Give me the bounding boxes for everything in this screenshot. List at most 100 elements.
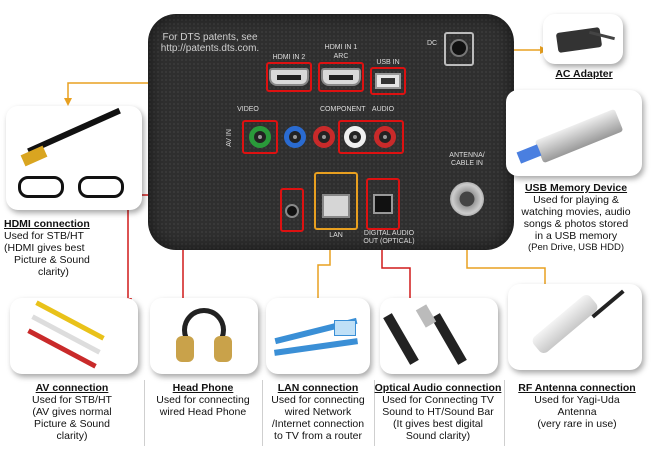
rf-desc-line-3: (very rare in use)	[537, 418, 617, 430]
av-caption: AV connection Used for STB/HT (AV gives …	[2, 382, 142, 442]
headphone-highlight	[280, 188, 304, 232]
usb-plug-icon	[516, 144, 542, 164]
usb-stick-icon	[534, 108, 624, 164]
hdmi-desc-line-2: (HDMI gives best	[4, 242, 85, 254]
component-label: COMPONENT	[320, 106, 366, 113]
usb-highlight	[370, 67, 406, 95]
rca-blue	[284, 126, 306, 148]
ac-adapter-photo	[543, 14, 623, 64]
headphone-jack	[285, 204, 299, 218]
usb-photo	[506, 90, 642, 176]
antenna-port	[450, 182, 484, 216]
optical-desc-line-3: (It gives best digital	[393, 418, 483, 430]
av-in-label: AV IN	[226, 129, 233, 147]
optical-photo	[380, 298, 498, 374]
headphone-photo	[150, 298, 258, 374]
hdmi1-highlight	[318, 62, 364, 92]
optical-title: Optical Audio connection	[374, 382, 502, 394]
hdmi2-highlight	[266, 62, 312, 92]
optical-label: DIGITAL AUDIO OUT (OPTICAL)	[363, 230, 415, 245]
rf-plug-icon	[530, 292, 600, 356]
usb-desc-line-1: Used for playing &	[533, 194, 619, 206]
optical-cable-icon-1	[383, 313, 419, 365]
optical-cable-icon-2	[431, 313, 467, 365]
tv-back-panel: For DTS patents, see http://patents.dts.…	[148, 14, 514, 250]
ac-adapter-caption: AC Adapter	[540, 68, 628, 80]
optical-line	[381, 236, 411, 298]
ac-adapter-title: AC Adapter	[555, 68, 613, 80]
rca-white	[344, 126, 366, 148]
optical-highlight	[366, 178, 400, 230]
dc-label: DC	[426, 40, 438, 47]
divider-1	[144, 380, 145, 446]
dts-text-line-2: http://patents.dts.com.	[160, 43, 260, 54]
av-photo	[10, 298, 138, 374]
rca-red-audio	[374, 126, 396, 148]
headphone-right-cup-icon	[214, 336, 232, 362]
dc-highlight	[444, 32, 474, 66]
lan-label: LAN	[329, 232, 343, 239]
headphone-desc-line-1: Used for connecting	[156, 394, 250, 406]
hdmi-desc-line-1: Used for STB/HT	[4, 230, 84, 242]
optical-desc-line-1: Used for Connecting TV	[382, 394, 494, 406]
lan-desc-line-2: wired Network	[284, 406, 352, 418]
video-label: VIDEO	[237, 106, 259, 113]
rf-title: RF Antenna connection	[518, 382, 636, 394]
dc-port	[450, 39, 468, 57]
optical-desc-line-2: Sound to HT/Sound Bar	[382, 406, 494, 418]
hdmi-coil-icon-2	[78, 176, 124, 198]
hdmi-arrow	[64, 98, 72, 106]
hdmi-caption: HDMI connection Used for STB/HT (HDMI gi…	[4, 218, 134, 278]
headphone-title: Head Phone	[172, 382, 234, 394]
headphone-left-cup-icon	[176, 336, 194, 362]
rca-green	[249, 126, 271, 148]
usb-desc-line-2: watching movies, audio	[521, 206, 631, 218]
hdmi1-label: HDMI IN 1	[324, 44, 358, 51]
video-highlight	[242, 120, 278, 154]
usb-caption: USB Memory Device Used for playing & wat…	[506, 182, 646, 254]
dts-text-line-1: For DTS patents, see	[162, 32, 258, 43]
lan-photo	[266, 298, 370, 374]
av-desc-line-1: Used for STB/HT	[32, 394, 112, 406]
divider-4	[504, 380, 505, 446]
hdmi-photo	[6, 106, 142, 210]
audio-label: AUDIO	[371, 106, 395, 113]
rf-desc-line-2: Antenna	[557, 406, 597, 418]
lan-caption: LAN connection Used for connecting wired…	[264, 382, 372, 442]
hdmi1-port	[321, 68, 361, 86]
av-title: AV connection	[35, 382, 109, 394]
lan-title: LAN connection	[277, 382, 359, 394]
optical-desc-line-4: Sound clarity)	[405, 430, 471, 442]
av-desc-line-3: Picture & Sound	[34, 418, 110, 430]
lan-desc-line-4: to TV from a router	[274, 430, 362, 442]
lan-port	[322, 194, 350, 218]
usb-desc-line-4: in a USB memory	[534, 230, 618, 242]
hdmi-desc-line-3: Picture & Sound	[14, 254, 90, 266]
hdmi-title: HDMI connection	[4, 218, 90, 230]
hdmi2-label: HDMI IN 2	[272, 54, 306, 61]
headphone-band-icon	[182, 308, 226, 352]
usb-desc-line-3: songs & photos stored	[523, 218, 629, 230]
av-desc-line-4: clarity)	[56, 430, 88, 442]
headphone-caption: Head Phone Used for connecting wired Hea…	[146, 382, 260, 418]
usb-label: USB IN	[376, 59, 400, 66]
optical-port	[373, 194, 393, 214]
hdmi-plug-icon	[20, 145, 48, 167]
rca-red-component	[313, 126, 335, 148]
lan-desc-line-3: /Internet connection	[271, 418, 365, 430]
hdmi2-port	[269, 68, 309, 86]
headphone-desc-line-2: wired Head Phone	[159, 406, 247, 418]
usb-port	[375, 73, 401, 89]
av-desc-line-2: (AV gives normal	[32, 406, 112, 418]
optical-plug-icon	[415, 304, 437, 328]
lan-plug-icon	[334, 320, 356, 336]
rf-desc-line-1: Used for Yagi-Uda	[534, 394, 620, 406]
dts-patent-text: For DTS patents, see http://patents.dts.…	[160, 32, 260, 54]
hdmi-coil-icon-1	[18, 176, 64, 198]
divider-2	[262, 380, 263, 446]
lan-highlight	[314, 172, 358, 230]
divider-3	[374, 380, 375, 446]
rf-caption: RF Antenna connection Used for Yagi-Uda …	[506, 382, 648, 430]
usb-title: USB Memory Device	[524, 182, 628, 194]
usb-desc-line-5: (Pen Drive, USB HDD)	[527, 242, 625, 253]
